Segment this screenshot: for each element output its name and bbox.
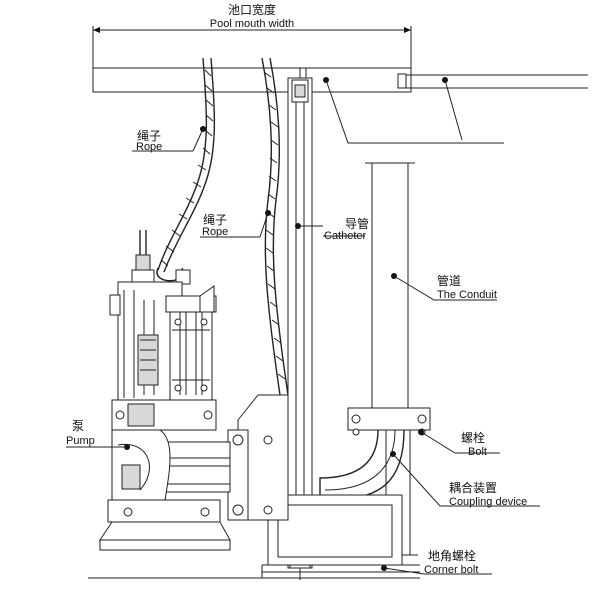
- corner-bolt-label-en: Corner bolt: [424, 564, 478, 576]
- rope-right: [261, 57, 289, 396]
- coupling-leader: [392, 453, 540, 507]
- beam-edge-dot: [442, 77, 448, 83]
- corner-bolt-label-cn: 地角螺栓: [428, 548, 476, 563]
- rope1-leader: [192, 128, 204, 152]
- conduit-label-cn: 管道: [437, 273, 461, 288]
- conduit-pipe: [319, 162, 431, 556]
- pump-label-en: Pump: [66, 435, 95, 447]
- bolt-label-en: Bolt: [468, 446, 487, 458]
- rope2-leader: [259, 212, 269, 238]
- coupling-base: [227, 394, 420, 578]
- pool-width-label-cn: 池口宽度: [228, 2, 276, 17]
- rope1-label-cn: 绳子: [137, 129, 161, 143]
- coupling-label-en: Coupling device: [449, 496, 527, 508]
- top-beam: [92, 67, 588, 144]
- submersible-pump: [99, 230, 231, 551]
- conduit-leader: [393, 275, 497, 301]
- rope-left: [157, 57, 216, 273]
- rope2-label-cn: 绳子: [203, 213, 227, 227]
- bolt-label-cn: 螺栓: [461, 430, 485, 445]
- rope2-label-en: Rope: [202, 226, 228, 238]
- corner-bolt-leader: [383, 567, 492, 575]
- conduit-label-en: The Conduit: [437, 289, 497, 301]
- rope1-label-en: Rope: [136, 141, 162, 153]
- pool-width-label-en: Pool mouth width: [210, 18, 294, 30]
- pool-width-dimension: [92, 26, 412, 68]
- pump-label-cn: 泵: [72, 419, 84, 433]
- coupling-label-cn: 耦合装置: [449, 480, 497, 495]
- beam-bracket-dot: [323, 77, 329, 83]
- bolt-leader: [420, 431, 500, 454]
- catheter-label-cn: 导管: [345, 216, 369, 231]
- catheter-label-en: Catheter: [324, 230, 367, 242]
